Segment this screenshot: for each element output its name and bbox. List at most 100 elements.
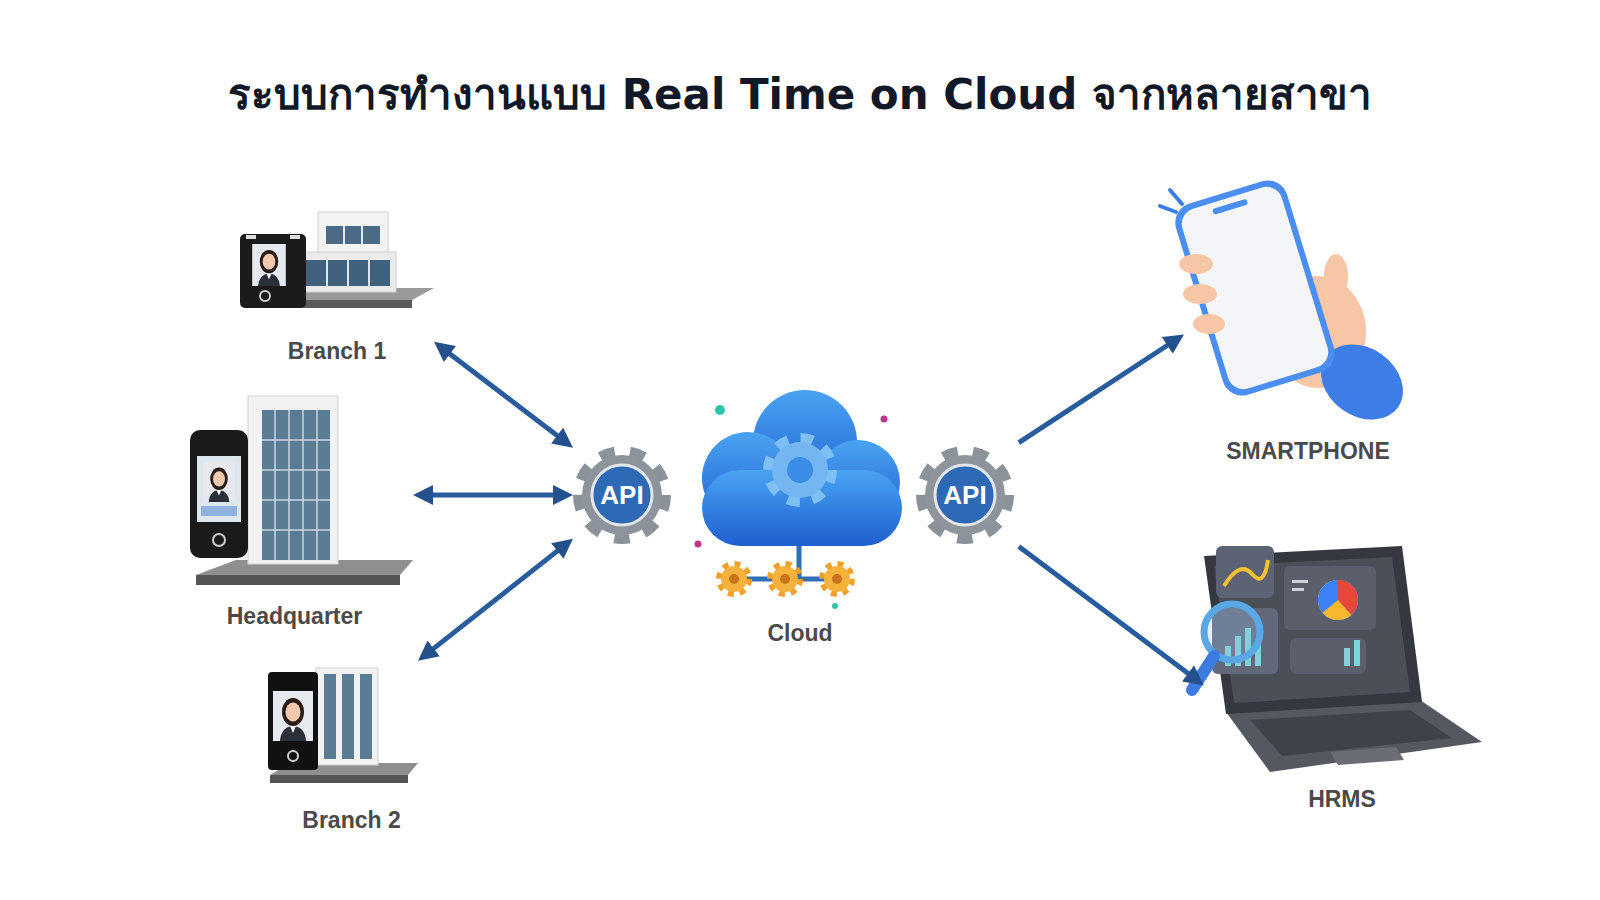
branch-building-part	[300, 252, 396, 292]
face-scanner	[268, 672, 318, 770]
laptop-icon-part	[1318, 580, 1358, 620]
connector-arrow	[423, 542, 569, 657]
face-scanner-part	[290, 235, 300, 239]
face-scanner-part	[252, 244, 286, 286]
headquarter-building-part	[262, 410, 330, 560]
cloud-icon-part-part	[770, 440, 830, 500]
face-scanner-part	[268, 672, 318, 770]
connector-arrow	[1019, 338, 1179, 443]
laptop-icon-part	[1344, 648, 1350, 666]
face-scanner-part	[240, 234, 306, 308]
smartphone-icon-part-part	[1178, 183, 1332, 393]
headquarter-building-part	[262, 410, 330, 560]
smartphone-icon	[1160, 175, 1418, 435]
branch-building-part	[270, 775, 408, 783]
cloud-icon-part	[715, 405, 725, 415]
connector-arrow	[1019, 546, 1199, 681]
face-scanner-part	[288, 751, 298, 761]
cloud-icon-part-part	[772, 566, 798, 592]
node-label: HRMS	[1204, 785, 1480, 813]
node-label: Branch 1	[240, 337, 434, 365]
headquarter-building-part-part	[274, 410, 276, 560]
laptop-icon-part	[1250, 710, 1452, 756]
cloud-icon-part	[720, 565, 748, 593]
branch-building-part	[368, 260, 370, 286]
api-label: API	[573, 480, 671, 510]
branch-node: Branch 2	[267, 660, 418, 834]
cloud-icon-part-part	[780, 574, 790, 584]
cloud-icon	[695, 390, 903, 609]
cloud-icon-part-part	[832, 574, 842, 584]
headquarter-building-part-part	[288, 410, 290, 560]
connector-arrow	[439, 345, 568, 444]
smartphone-icon-part	[1160, 206, 1176, 212]
laptop-icon-part	[1330, 747, 1404, 765]
cloud-icon-part	[770, 440, 830, 500]
laptop-icon-part-part	[1318, 580, 1358, 620]
face-scanner-part	[190, 430, 248, 558]
smartphone-icon-part	[1170, 190, 1182, 204]
face-scanner-part	[203, 462, 235, 502]
branch-building-part	[326, 260, 328, 286]
cloud-icon-part-part	[787, 457, 813, 483]
smartphone-icon-part	[1179, 254, 1213, 274]
face-scanner-part	[213, 534, 225, 546]
face-scanner-part	[197, 456, 241, 522]
branch-building-part	[316, 668, 378, 765]
laptop-icon-part	[1290, 638, 1366, 674]
cloud-node: Cloud	[697, 393, 903, 647]
node-label: Branch 2	[276, 806, 427, 834]
smartphone-icon-part	[1183, 284, 1217, 304]
laptop-icon-part	[1192, 656, 1214, 690]
smartphone-icon-part	[1324, 254, 1348, 298]
branch-building-part	[347, 260, 349, 286]
cloud-icon-part-part	[771, 565, 799, 593]
branch-node: Branch 1	[240, 205, 434, 365]
cloud-icon-part	[823, 565, 851, 593]
cloud-icon-part-part	[823, 565, 851, 593]
smartphone-icon-part-part	[1212, 199, 1248, 215]
node-label: Cloud	[697, 619, 903, 647]
cloud-icon-part-part	[772, 442, 828, 498]
branch-building-part	[318, 212, 388, 257]
cloud-icon-part-part	[721, 566, 747, 592]
face-scanner-part	[273, 691, 313, 741]
api-gear: API	[916, 446, 1014, 544]
headquarter-building-part-part	[302, 410, 304, 560]
face-scanner-part	[246, 235, 256, 239]
face-scanner-part	[260, 291, 270, 301]
cloud-icon-part	[881, 416, 888, 423]
smartphone-icon-part-part	[1170, 175, 1339, 400]
cloud-icon-part	[695, 541, 702, 548]
headquarter-building-part-part	[262, 499, 330, 501]
laptop-icon-part	[1292, 580, 1308, 583]
face-scanner	[190, 430, 248, 558]
headquarter-node: Headquarter	[192, 398, 413, 630]
laptop-icon-part	[1224, 560, 1268, 586]
face-scanner	[240, 234, 306, 308]
laptop-icon-part	[1204, 546, 1422, 714]
branch-building-part	[324, 674, 336, 759]
cloud-icon-part	[771, 565, 799, 593]
diagram-title: ระบบการทำงานแบบ Real Time on Cloud จากหล…	[0, 70, 1600, 120]
face-scanner-part	[201, 506, 237, 516]
node-label: SMARTPHONE	[1196, 437, 1420, 465]
cloud-icon-part	[832, 603, 838, 609]
branch-building-part	[360, 674, 372, 759]
laptop-icon-part	[1354, 640, 1360, 666]
headquarter-building-part-part	[262, 469, 330, 471]
cloud-icon-part-part	[824, 566, 850, 592]
branch-building-part	[343, 226, 345, 244]
laptop-icon-part-part	[1328, 590, 1348, 610]
branch-building-part	[342, 674, 354, 759]
laptop-icon	[1192, 546, 1482, 772]
headquarter-building-part-part	[262, 439, 330, 441]
smartphone-node: SMARTPHONE	[1184, 189, 1408, 465]
laptop-icon-part-part	[1328, 590, 1348, 610]
cloud-icon-part-part	[720, 565, 748, 593]
smartphone-icon-part	[1170, 175, 1339, 400]
headquarter-building-part-part	[316, 410, 318, 560]
api-label: API	[916, 480, 1014, 510]
laptop-icon-part	[1292, 588, 1304, 591]
headquarter-building-part	[196, 575, 400, 585]
